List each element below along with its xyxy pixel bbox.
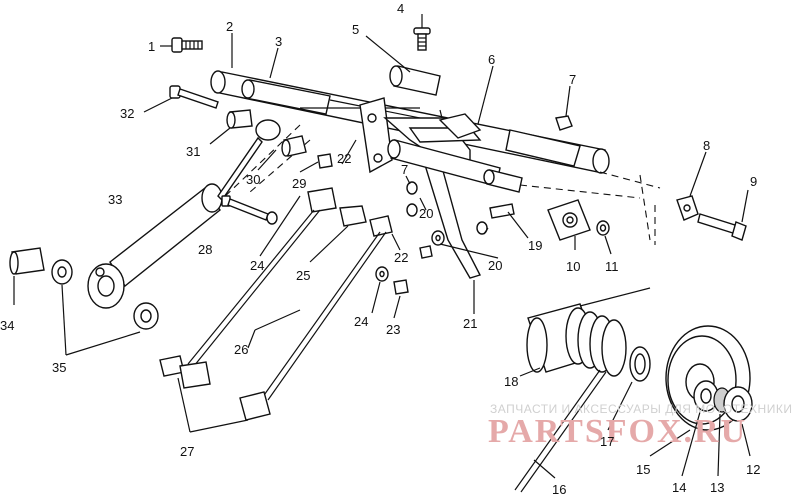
bushings-35 [51,259,159,330]
callout-28: 28 [198,242,212,257]
callout-10: 10 [566,259,580,274]
callout-26: 26 [234,342,248,357]
callout-21: 21 [463,316,477,331]
callout-6: 6 [488,52,495,67]
callout-23: 23 [386,322,400,337]
callout-31: 31 [186,144,200,159]
callout-20-lower: 20 [488,258,502,273]
nut-29 [317,153,333,169]
plate-10 [547,199,591,241]
callout-13: 13 [710,480,724,495]
callout-33: 33 [108,192,122,207]
nut-7-right [555,115,573,131]
leader-lines [13,14,751,479]
callout-19: 19 [528,238,542,253]
callout-7-right: 7 [569,72,576,87]
callout-3: 3 [275,34,282,49]
callout-29: 29 [292,176,306,191]
callout-12: 12 [746,462,760,477]
callout-30: 30 [246,172,260,187]
watermark-logo: PARTSFOX.RU [488,413,747,450]
callout-24-right: 24 [354,314,368,329]
callout-11: 11 [605,259,619,274]
bushing-30 [281,135,307,157]
callout-8: 8 [703,138,710,153]
callout-1: 1 [148,39,155,54]
callout-5: 5 [352,22,359,37]
bolt-4 [413,27,431,51]
washer-24-right [375,266,389,282]
callout-22-lower: 22 [394,250,408,265]
nut-12 [723,386,753,422]
washers-20 [406,181,488,259]
bushing-31 [226,109,253,129]
bolt-32 [169,85,219,109]
washer-17 [629,346,651,382]
callout-18: 18 [504,374,518,389]
clip-8 [676,195,699,221]
torsion-spring-18 [514,287,651,493]
bolt-28 [221,195,278,225]
bolt-1 [171,37,203,53]
shock-absorber-33 [87,119,281,309]
callout-25: 25 [296,268,310,283]
callout-4: 4 [397,1,404,16]
callout-20-upper: 20 [419,206,433,221]
link-arms [159,187,393,421]
bushing-34 [9,247,45,275]
cross-tube [387,139,523,193]
callout-22-upper: 22 [337,151,351,166]
bolt-9 [697,213,747,241]
callout-7-center: 7 [401,162,408,177]
washer-11 [596,220,610,236]
callout-9: 9 [750,174,757,189]
callout-17: 17 [600,434,614,449]
callout-35: 35 [52,360,66,375]
callout-14: 14 [672,480,686,495]
callout-27: 27 [180,444,194,459]
callout-34: 34 [0,318,14,333]
bracket-assembly [359,97,482,279]
callout-32: 32 [120,106,134,121]
callout-16: 16 [552,482,566,497]
callout-24-left: 24 [250,258,264,273]
watermark-caption: ЗАПЧАСТИ И АКСЕССУАРЫ ДЛЯ МОТОТЕХНИКИ [490,402,792,416]
callout-2: 2 [226,19,233,34]
bolt-19 [489,203,515,219]
callout-labels: 1 2 3 4 5 6 7 7 8 9 10 11 12 13 14 15 16… [0,1,760,497]
callout-15: 15 [636,462,650,477]
nut-23 [393,279,409,295]
watermark: ЗАПЧАСТИ И АКСЕССУАРЫ ДЛЯ МОТОТЕХНИКИ PA… [488,402,792,450]
bearing-14 [693,380,719,412]
